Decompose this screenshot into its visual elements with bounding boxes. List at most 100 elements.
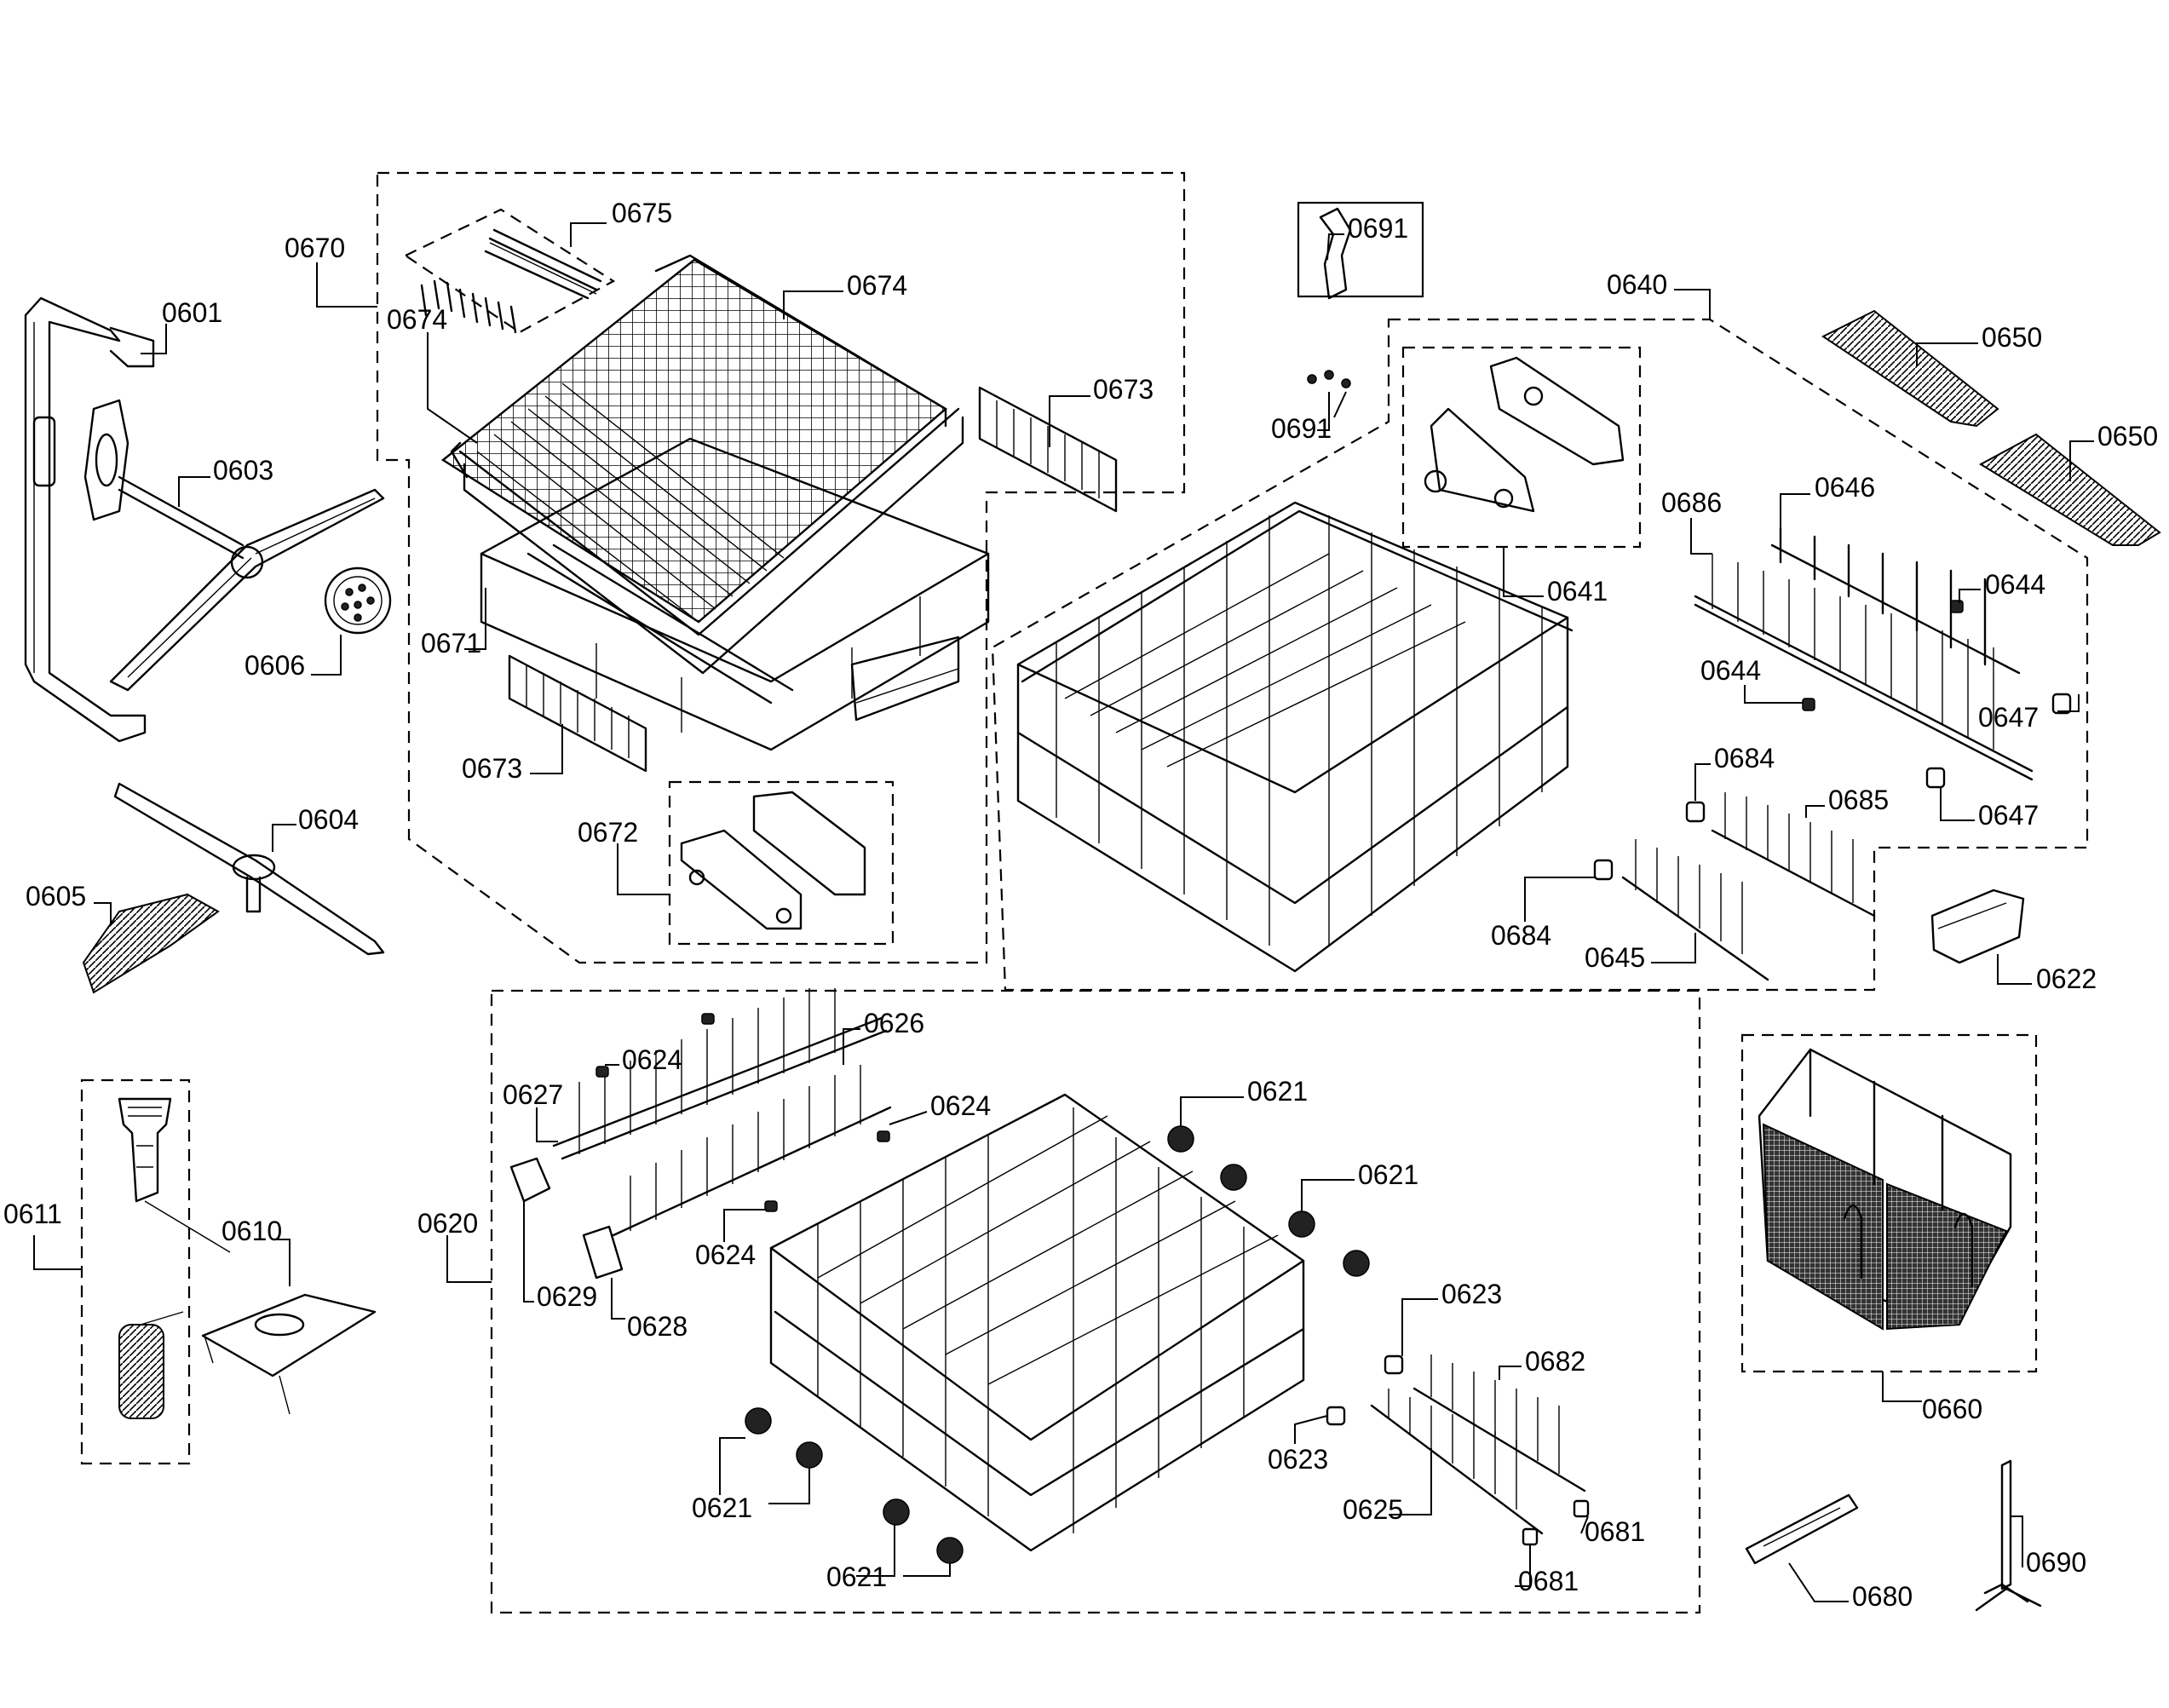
part-label-l0691b: 0691 bbox=[1271, 413, 1332, 444]
wheels-0621 bbox=[745, 1125, 1370, 1564]
part-label-l0671: 0671 bbox=[421, 628, 481, 658]
part-label-l0606: 0606 bbox=[245, 650, 305, 681]
part-label-l0674b: 0674 bbox=[387, 304, 447, 335]
part-label-l0621d: 0621 bbox=[826, 1561, 887, 1592]
part-label-l0624b: 0624 bbox=[930, 1090, 991, 1121]
tine-row-0626 bbox=[552, 988, 892, 1237]
tine-row-0625 bbox=[1370, 1389, 1544, 1535]
handle-0680 bbox=[1745, 1493, 1859, 1565]
third-rack-0674 bbox=[440, 254, 964, 675]
part-label-l0680: 0680 bbox=[1852, 1581, 1913, 1612]
part-label-l0650b: 0650 bbox=[2097, 421, 2158, 451]
group-0660-box bbox=[1740, 1033, 2038, 1373]
clips-0623 bbox=[1326, 1354, 1404, 1426]
rails-0672 bbox=[680, 791, 866, 930]
part-label-l0670: 0670 bbox=[285, 233, 345, 263]
rack-frame-0671 bbox=[480, 437, 990, 751]
tine-row-0646 bbox=[1694, 526, 2034, 781]
handle-0673 bbox=[850, 635, 960, 722]
part-label-l0624c: 0624 bbox=[695, 1239, 756, 1270]
part-label-l0673a: 0673 bbox=[1093, 374, 1154, 405]
part-label-l0611: 0611 bbox=[3, 1199, 62, 1229]
part-label-l0629: 0629 bbox=[537, 1281, 597, 1312]
part-label-l0626: 0626 bbox=[864, 1008, 924, 1038]
lower-rack-0620 bbox=[769, 1093, 1305, 1552]
part-label-l0691a: 0691 bbox=[1348, 213, 1408, 244]
spray-arm-upper bbox=[109, 488, 385, 692]
group-0620-box bbox=[490, 989, 1701, 1614]
side-rail-0673a bbox=[978, 386, 1118, 513]
group-0672-box bbox=[668, 780, 895, 946]
part-label-l0628: 0628 bbox=[627, 1311, 688, 1342]
part-label-l0644b: 0644 bbox=[1700, 655, 1761, 686]
group-boxes bbox=[80, 171, 2089, 1614]
small-clips bbox=[1593, 600, 2072, 881]
part-label-l0625: 0625 bbox=[1343, 1494, 1403, 1525]
part-label-l0675: 0675 bbox=[612, 198, 672, 228]
part-label-l0621c: 0621 bbox=[692, 1492, 752, 1523]
part-label-l0646: 0646 bbox=[1815, 472, 1875, 503]
tine-row-0682 bbox=[1412, 1354, 1586, 1492]
part-label-l0681b: 0681 bbox=[1518, 1566, 1579, 1596]
lower-spray-arm-0604 bbox=[113, 782, 385, 956]
nozzle-disc-0606 bbox=[324, 566, 392, 635]
cover-0605 bbox=[82, 893, 220, 994]
part-label-l0684b: 0684 bbox=[1491, 920, 1551, 951]
group-0670-box bbox=[376, 171, 1186, 964]
group-0641-box bbox=[1401, 346, 1642, 549]
clips-0681 bbox=[1522, 1499, 1590, 1546]
part-label-l0623b: 0623 bbox=[1268, 1444, 1328, 1475]
part-label-l0645: 0645 bbox=[1585, 942, 1645, 973]
part-label-l0603: 0603 bbox=[213, 455, 273, 486]
part-label-l0621a: 0621 bbox=[1247, 1076, 1308, 1107]
micro-filter-0610 bbox=[201, 1293, 377, 1415]
tines-0650a bbox=[1821, 309, 1999, 428]
clips-0624 bbox=[595, 1013, 890, 1212]
group-0640-box bbox=[991, 318, 2089, 992]
group-0611-box bbox=[80, 1078, 191, 1465]
clip-set-0675 bbox=[420, 228, 602, 334]
tines-0650b bbox=[1978, 433, 2161, 546]
part-label-l0604: 0604 bbox=[298, 804, 359, 835]
handle-0622 bbox=[1930, 889, 2025, 964]
part-label-l0622: 0622 bbox=[2036, 963, 2097, 994]
part-label-l0673b: 0673 bbox=[462, 753, 522, 784]
part-label-l0674a: 0674 bbox=[847, 270, 907, 301]
part-label-l0686: 0686 bbox=[1661, 487, 1722, 518]
part-label-l0650a: 0650 bbox=[1982, 322, 2042, 353]
clip-0691 bbox=[1307, 207, 1352, 388]
part-label-l0685: 0685 bbox=[1828, 785, 1889, 815]
tine-row-0645 bbox=[1621, 839, 1769, 981]
part-label-l0641: 0641 bbox=[1547, 576, 1608, 607]
part-label-l0682: 0682 bbox=[1525, 1346, 1585, 1377]
part-label-l0644a: 0644 bbox=[1985, 569, 2045, 600]
rod-0690 bbox=[1975, 1459, 2042, 1612]
part-label-l0621b: 0621 bbox=[1358, 1159, 1418, 1190]
part-label-l0623a: 0623 bbox=[1441, 1279, 1502, 1309]
part-label-l0672: 0672 bbox=[578, 817, 638, 848]
leader-lines bbox=[33, 222, 2094, 1602]
part-label-l0624a: 0624 bbox=[622, 1044, 682, 1075]
part-label-l0647b: 0647 bbox=[1978, 800, 2039, 831]
side-rail-0673b bbox=[508, 654, 647, 773]
part-label-l0647a: 0647 bbox=[1978, 702, 2039, 733]
cutlery-basket-0660 bbox=[1758, 1048, 2012, 1331]
part-label-l0660: 0660 bbox=[1922, 1394, 1982, 1424]
part-label-l0690: 0690 bbox=[2026, 1547, 2086, 1578]
group-0675-box bbox=[403, 208, 616, 334]
part-labels: 0601 0603 0606 0604 0605 0611 0610 0670 0675 0674… bbox=[3, 198, 2158, 1612]
parts-0629-0628 bbox=[509, 1157, 624, 1280]
group-0691-box bbox=[1297, 201, 1424, 298]
part-label-l0610: 0610 bbox=[222, 1216, 282, 1246]
part-label-l0605: 0605 bbox=[26, 881, 86, 912]
spray-arm-shaft-0603 bbox=[83, 399, 264, 579]
part-label-l0627: 0627 bbox=[503, 1079, 563, 1110]
filter-0611 bbox=[118, 1097, 231, 1419]
parts-art bbox=[24, 207, 2161, 1612]
supply-pipe-0601 bbox=[24, 296, 155, 743]
part-label-l0620: 0620 bbox=[417, 1208, 478, 1239]
tine-row-0685 bbox=[1711, 792, 1876, 917]
rack-adjuster-0641 bbox=[1424, 356, 1625, 513]
part-label-l0601: 0601 bbox=[162, 297, 222, 328]
